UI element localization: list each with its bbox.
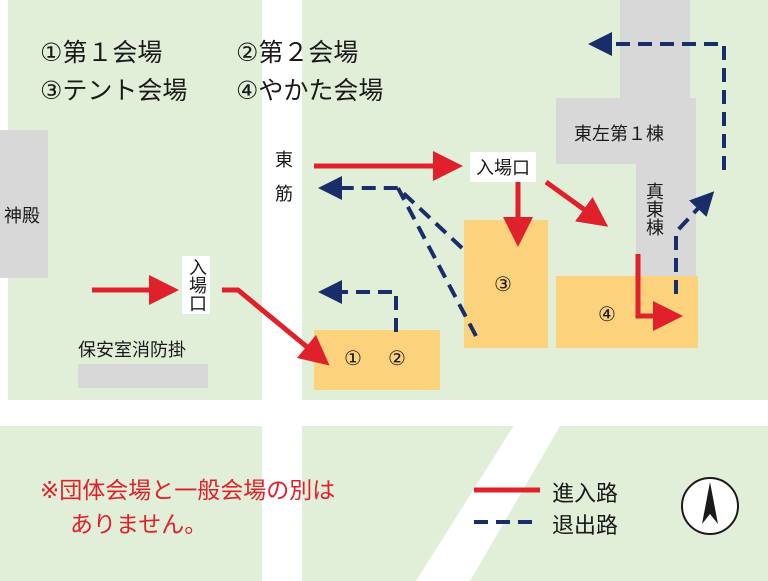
- label-shin-higashi: 真東棟: [643, 182, 664, 236]
- entry-route-to-venue-4-diag: [544, 179, 609, 227]
- venue-number-2: ②: [388, 346, 406, 370]
- exit-route-northeast: [588, 32, 726, 170]
- building-shinden: [0, 130, 48, 278]
- legend-venue-1: ①第１会場: [40, 38, 163, 67]
- building-higashi-hidari: [556, 98, 696, 164]
- label-road-higashisuji: 東筋: [272, 150, 293, 218]
- label-higashi-hidari: 東左第１棟: [574, 124, 664, 145]
- building-hoan: [78, 364, 208, 388]
- entry-route-into-venue-4: [635, 254, 683, 331]
- venue-number-4: ④: [598, 302, 616, 326]
- venue-number-1: ①: [344, 346, 362, 370]
- legend-venue-3: ③テント会場: [40, 76, 188, 105]
- notice-line-2: ありません。: [70, 512, 208, 538]
- label-entrance-north: 入場口: [470, 152, 536, 182]
- notice-line-1: ※団体会場と一般会場の別は: [40, 478, 336, 504]
- venue-1-2: [314, 330, 440, 390]
- exit-route-venue-1: [318, 280, 398, 332]
- legend-exit-label: 退出路: [552, 514, 619, 539]
- venue-legend: ①第１会場 ②第２会場 ③テント会場 ④やかた会場: [40, 34, 383, 110]
- legend-entry-label: 進入路: [552, 482, 619, 507]
- exit-routes: [318, 32, 726, 337]
- north-arrow-icon: [681, 477, 739, 535]
- exit-route-venue-3-top: [318, 176, 464, 250]
- label-entrance-west: 入場口: [182, 256, 210, 314]
- notice-text: ※団体会場と一般会場の別は ありません。: [40, 474, 335, 542]
- entry-route-to-venue-1: [222, 287, 330, 366]
- road-diagonal: [416, 400, 768, 581]
- legend-venue-4: ④やかた会場: [236, 76, 384, 105]
- road-upper-right: [556, 186, 640, 200]
- exit-route-venue-4: [674, 191, 715, 294]
- venue-number-3: ③: [494, 272, 512, 296]
- road-vertical: [262, 0, 302, 581]
- building-tower: [620, 0, 690, 100]
- entry-routes: [92, 151, 683, 366]
- legend-venue-2: ②第２会場: [236, 38, 359, 67]
- label-hoan: 保安室消防掛: [78, 340, 186, 361]
- exit-route-venue-3-bottom: [396, 187, 478, 337]
- label-shinden: 神殿: [4, 206, 40, 227]
